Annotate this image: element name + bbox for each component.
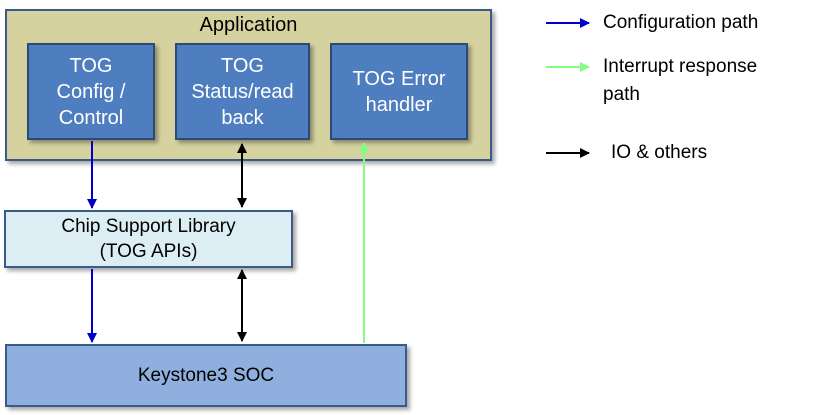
tog-error-handler-block: TOG Error handler — [330, 43, 468, 140]
tog-config-control-block: TOG Config / Control — [27, 43, 155, 140]
legend-configuration-label: Configuration path — [603, 12, 759, 33]
tog-status-readback-block: TOG Status/read back — [175, 43, 310, 140]
legend-io-label: IO & others — [611, 142, 708, 163]
keystone3-soc-block: Keystone3 SOC — [5, 344, 407, 407]
legend-interrupt-label: Interrupt response path — [603, 56, 758, 105]
chip-support-library-block: Chip Support Library (TOG APIs) — [4, 210, 293, 268]
application-title: Application — [199, 14, 298, 36]
